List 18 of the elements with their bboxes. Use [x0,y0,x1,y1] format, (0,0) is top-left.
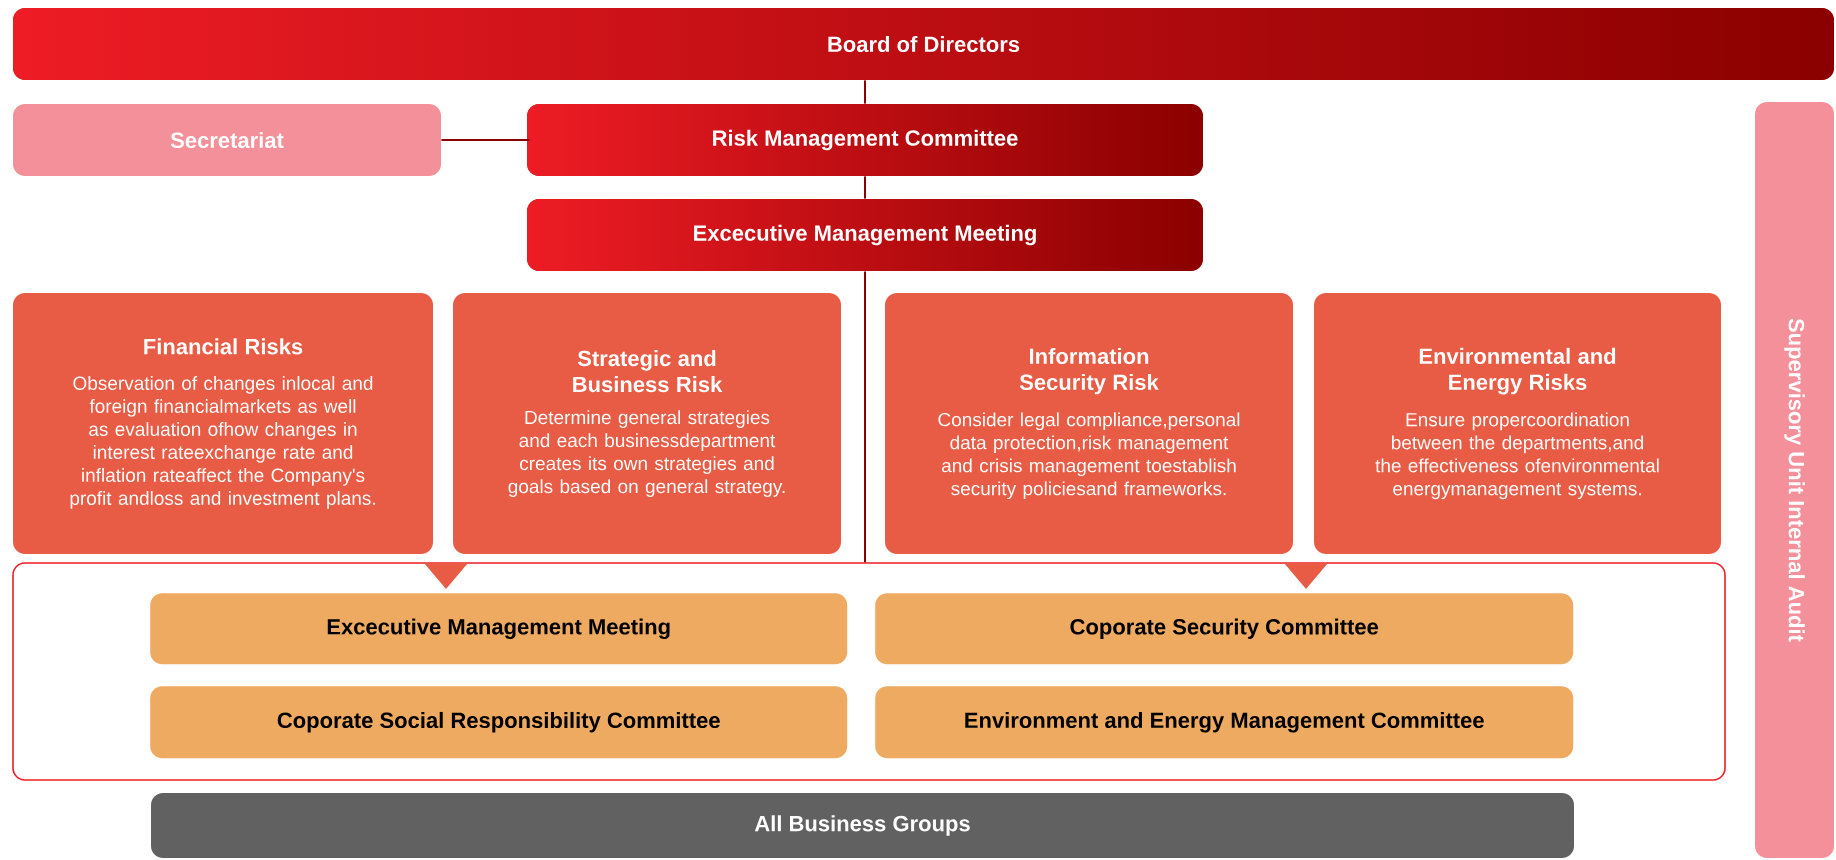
business-groups-bar: All Business Groups [151,793,1574,858]
risk-card: Environmental and Energy Risks Ensure propercoordination between the departments,and the effectiveness ofenvironmental energymanagement systems. [1314,293,1721,554]
committee-box: Board of Directors [13,8,1834,80]
risk-card: Information Security Risk Consider legal compliance,personal data protection,risk management and crisis management toestablish security policiesand frameworks. [885,293,1293,554]
connector-line [864,79,866,105]
committee-box: Excecutive Management Meeting [527,199,1203,271]
committee-box: Coporate Social Responsibility Committee [150,686,848,759]
connector-line [864,270,866,564]
committee-box: Risk Management Committee [527,104,1203,176]
audit-bar: Supervisory Unit Internal Audit [1755,102,1834,858]
committee-box: Coporate Security Committee [875,593,1574,665]
committee-box: Environment and Energy Management Committee [875,686,1574,759]
committee-box: Excecutive Management Meeting [150,593,848,665]
connector-line [440,139,531,141]
secretariat-box: Secretariat [13,104,441,176]
connector-line [864,175,866,200]
risk-card: Strategic and Business Risk Determine general strategies and each businessdepartment creates its own strategies and goals based on general strategy. [453,293,841,554]
risk-card: Financial Risks Observation of changes inlocal and foreign financialmarkets as well as evaluation ofhow changes in interest rateexchange rate and inflation rateaffect the Company's profit andloss and investment plans. [13,293,433,554]
